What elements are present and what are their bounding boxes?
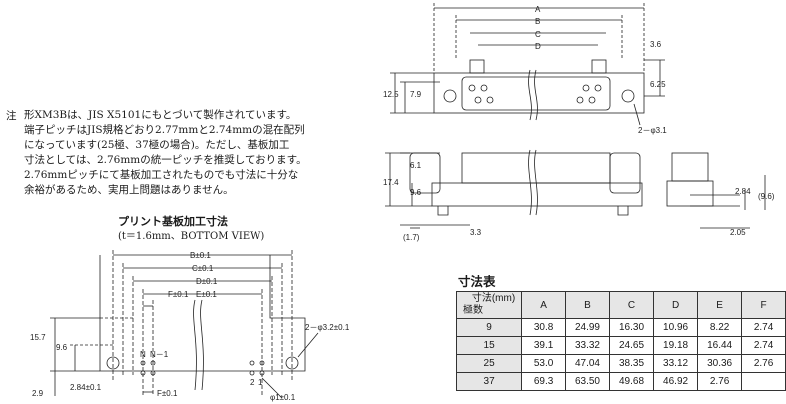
col-header: B	[564, 291, 611, 319]
col-header: F	[741, 291, 786, 319]
col-header: A	[521, 291, 566, 319]
hole-1-label: φ1±0.1	[270, 393, 296, 402]
dimension-table: 寸法(mm) 極数 A B C D E F 9 30.8 24.99 16.30…	[455, 291, 786, 391]
note-line: になっています(25極、37極の場合)。ただし、基板加工	[24, 139, 290, 151]
hole-3-2-label: 2－φ3.2±0.1	[305, 323, 350, 332]
dim-e: E±0.1	[196, 290, 217, 299]
col-header: D	[653, 291, 699, 319]
dim-3-3: 3.3	[470, 228, 482, 237]
col-header: C	[608, 291, 655, 319]
dim-6-1: 6.1	[410, 161, 422, 170]
dim-2-84: 2.84±0.1	[70, 383, 102, 392]
dim-7-9: 7.9	[410, 90, 422, 99]
dim-2-05: 2.05	[730, 228, 746, 237]
dim-d-top: D	[535, 42, 541, 51]
dim-c-top: C	[535, 30, 541, 39]
note-line: 余裕があるため、実用上問題はありません。	[24, 184, 234, 196]
pin-n1-label: N－1	[150, 350, 169, 359]
dim-d: D±0.1	[196, 277, 218, 286]
dim-2-9: 2.9	[32, 389, 44, 398]
dim-3-6: 3.6	[650, 40, 662, 49]
dim-b: B±0.1	[190, 251, 211, 260]
table-row: 25 53.0 47.04 38.35 33.12 30.36 2.76	[455, 354, 786, 373]
pcb-subtitle: (t＝1.6mm、BOTTOM VIEW)	[118, 231, 265, 242]
dim-f-bottom: F±0.1	[157, 389, 178, 398]
dim-9-6-end: (9.6)	[758, 192, 775, 201]
dim-15-7: 15.7	[30, 333, 46, 342]
dim-6-25: 6.25	[650, 80, 666, 89]
dim-2-84-end: 2.84	[735, 187, 751, 196]
dim-b-top: B	[535, 17, 540, 26]
note-line: 2.76mmピッチにて基板加工されたものでも寸法に十分な	[24, 169, 299, 181]
pcb-outline	[99, 255, 306, 372]
dim-17-4: 17.4	[383, 178, 399, 187]
dim-a: A	[535, 5, 541, 14]
table-row: 9 30.8 24.99 16.30 10.96 8.22 2.74	[455, 318, 786, 337]
pin-n-label: N	[140, 350, 146, 359]
dim-c: C±0.1	[192, 264, 214, 273]
dim-12-5: 12.5	[383, 90, 399, 99]
table-title: 寸法表	[458, 274, 496, 289]
note-line: 寸法としては、2.76mmの統一ピッチを推奨しております。	[24, 154, 307, 166]
pin-2-label: 2	[250, 378, 255, 387]
dim-9-6-side: 9.6	[410, 188, 422, 197]
note-text: 形XM3Bは、JIS X5101にもとづいて製作されています。 端子ピッチはJI…	[24, 108, 324, 198]
dim-9-6: 9.6	[56, 343, 68, 352]
dim-f-top: F±0.1	[168, 290, 189, 299]
note-line: 形XM3Bは、JIS X5101にもとづいて製作されています。	[24, 109, 297, 121]
note-line: 端子ピッチはJIS規格どおり2.77mmと2.74mmの混在配列	[24, 124, 305, 136]
dim-1-7: (1.7)	[403, 233, 420, 242]
pcb-title: プリント基板加工寸法	[118, 215, 228, 228]
col-header: E	[697, 291, 743, 319]
table-header-corner: 寸法(mm) 極数	[455, 291, 523, 319]
hole-3-1-label: 2－φ3.1	[638, 126, 667, 135]
note-label: 注	[6, 110, 17, 122]
front-flange	[433, 72, 645, 114]
pin-1-label: 1	[258, 378, 263, 387]
table-row: 15 39.1 33.32 24.65 19.18 16.44 2.74	[455, 336, 786, 355]
table-row: 37 69.3 63.50 49.68 46.92 2.76	[455, 372, 786, 391]
